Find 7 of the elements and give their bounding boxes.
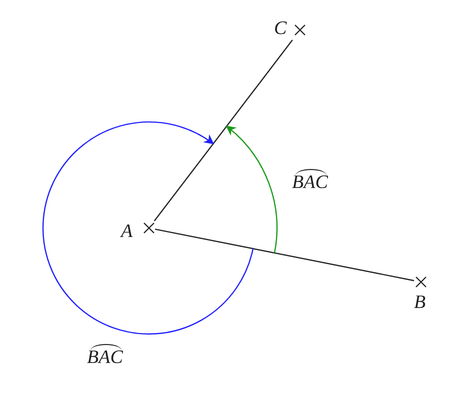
ray-line [154,40,293,222]
angle-label: BAC [87,341,123,369]
point-label: C [274,18,287,40]
point-label: B [414,292,426,314]
angle-label: BAC [292,166,328,194]
ray-line [154,228,414,282]
point-label: A [121,221,133,243]
